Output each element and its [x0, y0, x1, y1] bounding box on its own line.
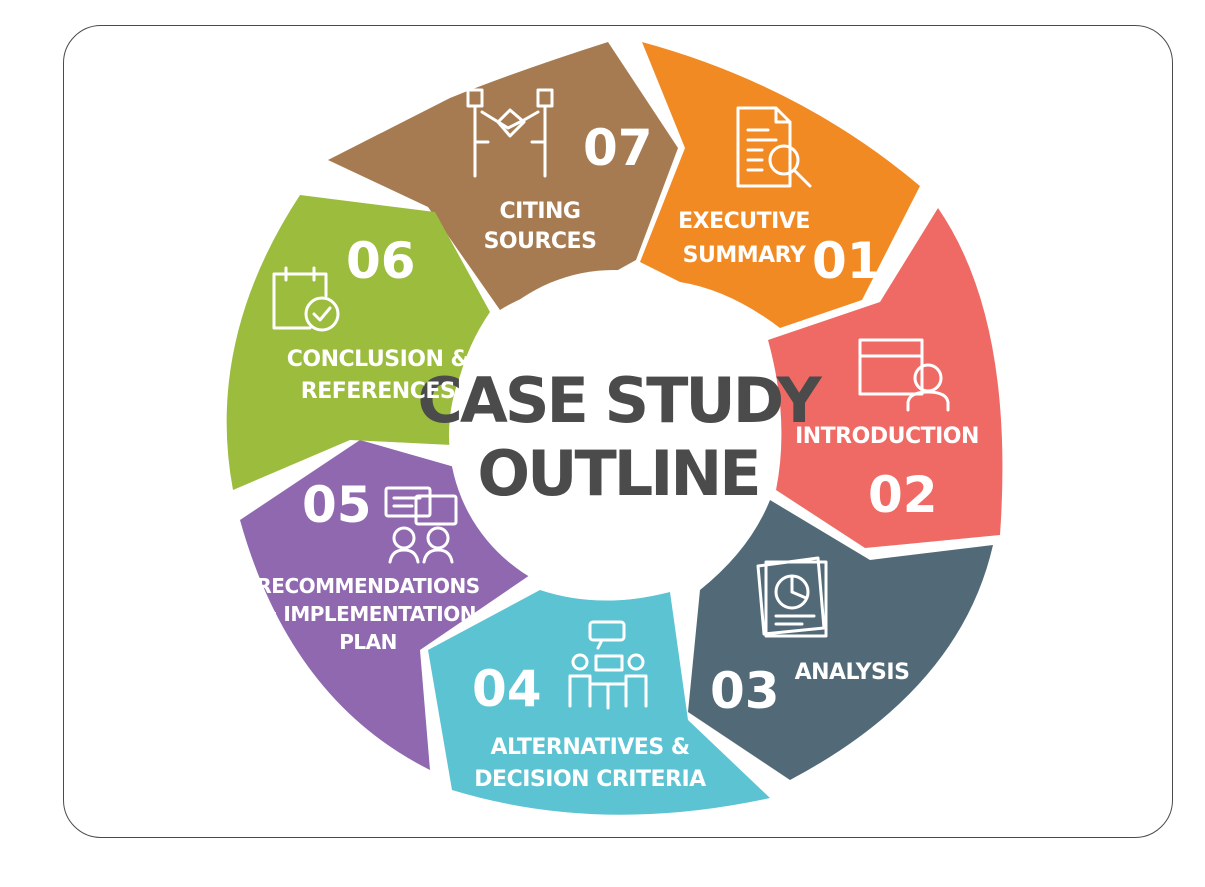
presenter-icon: [858, 338, 950, 412]
segment-02-number: 02: [868, 466, 938, 524]
segment-07-label-line1: CITING: [500, 199, 581, 224]
segment-03-analysis: [688, 500, 993, 780]
segment-07-citing-sources: [328, 42, 678, 310]
segment-04-label-line1: ALTERNATIVES &: [490, 735, 689, 760]
pie-chart-report-icon: [756, 556, 828, 638]
segment-05-label-line1: RECOMMENDATIONS: [256, 574, 479, 598]
segment-06-number: 06: [346, 232, 416, 290]
segment-05-shape: [240, 440, 530, 770]
calendar-check-icon: [272, 266, 340, 332]
segment-05-number: 05: [302, 476, 372, 534]
segment-03-label-line1: ANALYSIS: [795, 660, 910, 685]
segment-02-label-line1: INTRODUCTION: [795, 424, 979, 449]
segment-03-number: 03: [710, 662, 780, 720]
segment-05-recommendations: [240, 440, 530, 770]
segment-04-shape: [428, 590, 770, 815]
segment-04-label-line2: DECISION CRITERIA: [474, 767, 706, 792]
people-chat-icon: [384, 486, 458, 564]
segment-04-number: 04: [472, 660, 542, 718]
segment-01-label-line1: EXECUTIVE: [678, 209, 810, 234]
segment-02-shape: [768, 208, 1003, 548]
segment-02-introduction: [768, 208, 1003, 548]
segment-01-label-line2: SUMMARY: [683, 243, 807, 268]
segment-07-number: 07: [583, 119, 653, 177]
outer-frame: [63, 25, 1173, 838]
segment-05-label-line2: & IMPLEMENTATION: [260, 602, 476, 626]
segment-03-shape: [688, 500, 993, 780]
segment-06-conclusion: [226, 195, 490, 490]
center-circle: [449, 270, 779, 600]
segment-05-label-line3: PLAN: [339, 630, 397, 654]
segment-06-shape: [226, 195, 490, 490]
document-search-icon: [736, 106, 812, 188]
segment-07-label-line2: SOURCES: [484, 229, 597, 254]
segment-06-label-line1: CONCLUSION &: [287, 347, 470, 372]
meeting-discussion-icon: [568, 620, 648, 710]
segment-07-shape: [328, 42, 678, 310]
center-title-line1: CASE STUDY: [417, 364, 822, 437]
handshake-deal-icon: [466, 88, 554, 178]
segment-06-label-line2: REFERENCES: [301, 379, 455, 404]
segment-01-number: 01: [812, 232, 882, 290]
center-title-line2: OUTLINE: [477, 437, 758, 510]
segment-04-alternatives: [428, 590, 770, 815]
